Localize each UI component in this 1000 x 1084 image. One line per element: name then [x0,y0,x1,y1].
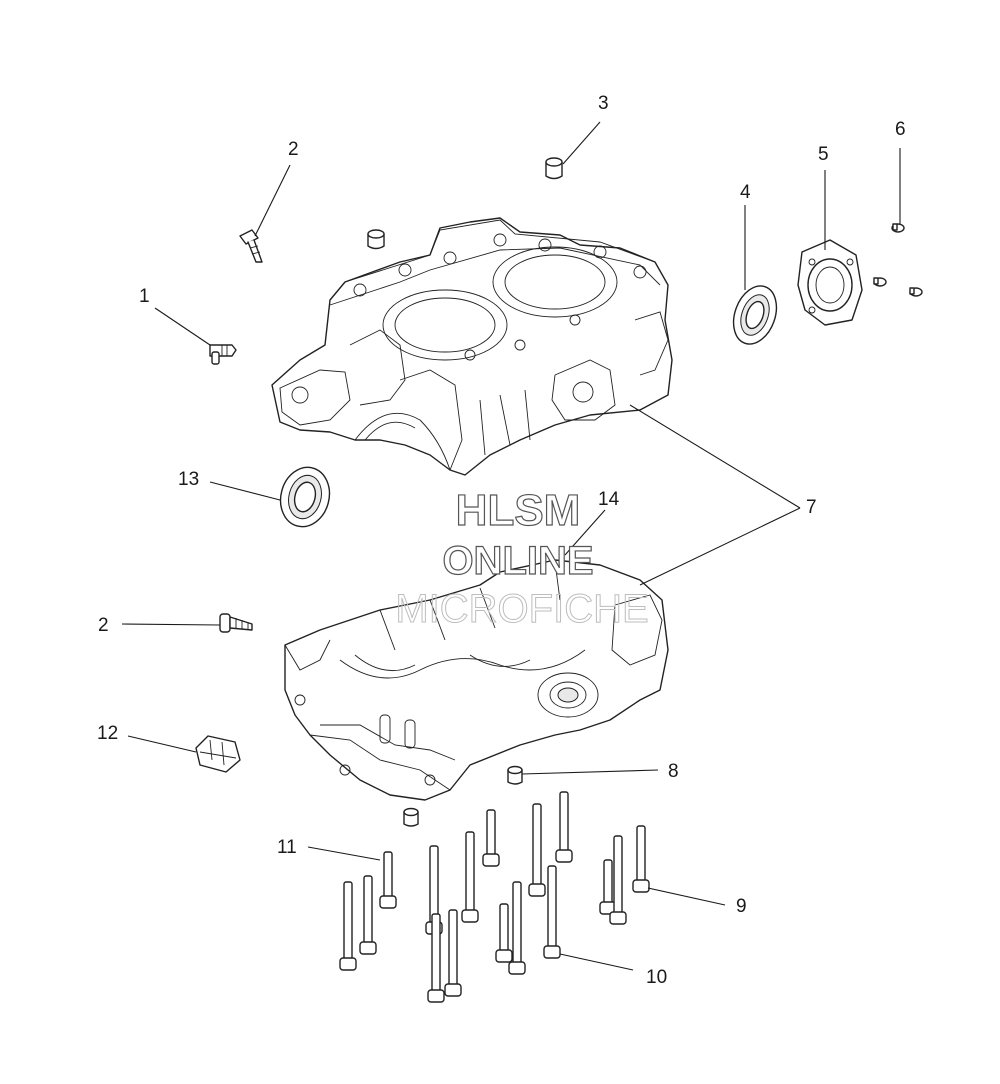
screw-part-6c [909,287,923,297]
bolt-group [339,791,650,1003]
callout-14: 14 [598,489,620,510]
watermark: HLSM ONLINE MICROFICHE [395,485,649,631]
callout-7: 7 [806,497,817,518]
callout-10: 10 [646,967,667,988]
bolt [339,881,357,971]
dowel-part-3 [545,157,563,180]
bracket-part-12 [195,735,241,773]
callout-2-upper: 2 [288,139,299,160]
callout-2-lower: 2 [98,615,109,636]
oil-seal-part-13 [279,466,331,528]
watermark-line-2: ONLINE [442,539,593,583]
bolt [632,825,650,893]
callout-12: 12 [97,723,118,744]
screw-part-6 [891,223,905,233]
bolt [359,875,377,955]
bolt [495,903,513,963]
callout-8: 8 [668,761,679,782]
callout-11: 11 [277,837,297,858]
dowel-part-8b [403,807,419,827]
bolt [543,865,561,959]
screw-part-2-lower [219,613,253,633]
bolt [528,803,546,897]
leader-lines [121,121,901,971]
bolt [444,909,462,997]
bolt [555,791,573,863]
bolt [427,913,445,1003]
bolt [461,831,479,923]
bolt [379,851,397,909]
lower-crankcase-half [284,559,669,801]
dowel-part-8 [507,765,523,785]
dowel-part-3b [367,229,385,250]
screw-part-6b [873,277,887,287]
callout-9: 9 [736,896,747,917]
upper-crankcase-half [271,217,673,476]
bolt [508,881,526,975]
watermark-line-3: MICROFICHE [395,587,648,631]
bolt [609,835,627,925]
callout-3: 3 [598,93,609,114]
bolt [482,809,500,867]
cover-plate-part-5 [797,239,863,326]
callout-1: 1 [139,286,150,307]
screw-part-2-upper [239,229,263,263]
callout-13: 13 [178,469,199,490]
callout-6: 6 [895,119,906,140]
callout-5: 5 [818,144,829,165]
fitting-part-1 [209,344,237,365]
oil-seal-part-4 [732,285,778,345]
watermark-line-1: HLSM [456,486,581,535]
callout-4: 4 [740,182,751,203]
callout-labels: 1 2 2 3 4 5 6 7 8 9 10 11 12 13 14 [97,93,906,988]
